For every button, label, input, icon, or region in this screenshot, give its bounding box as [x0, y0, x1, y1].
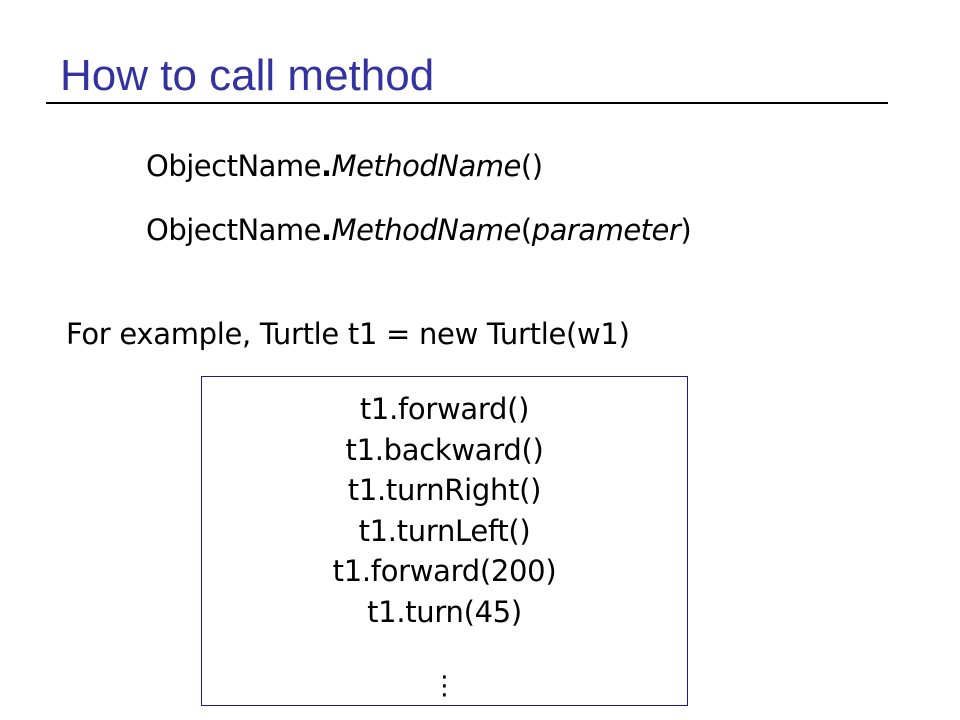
vertical-ellipsis: ⋮	[431, 671, 458, 701]
dot-operator: .	[321, 149, 332, 183]
code-line: t1.forward()	[359, 392, 530, 426]
title-underline	[46, 102, 888, 104]
slide-title: How to call method	[60, 51, 435, 100]
code-line: t1.forward(200)	[332, 554, 557, 589]
method-name-text: MethodName	[331, 149, 522, 183]
example-declaration: For example, Turtle t1 = new Turtle(w1)	[66, 317, 630, 351]
code-line-list: t1.forward() t1.backward() t1.turnRight(…	[202, 389, 687, 633]
code-line: t1.turnRight()	[347, 473, 542, 508]
syntax-with-parameter: ObjectName.MethodName(parameter)	[146, 212, 692, 248]
open-paren: (	[520, 149, 532, 183]
close-paren: )	[531, 149, 543, 183]
parameter-text: parameter	[531, 213, 681, 247]
syntax-no-parameter: ObjectName.MethodName()	[146, 148, 543, 184]
dot-operator: .	[321, 213, 332, 247]
method-name-text: MethodName	[331, 213, 522, 247]
object-name-text: ObjectName	[146, 213, 322, 247]
object-name-text: ObjectName	[146, 149, 322, 183]
code-line: t1.turnLeft()	[358, 513, 531, 548]
code-line: t1.backward()	[345, 432, 544, 467]
close-paren: )	[680, 213, 692, 247]
open-paren: (	[520, 213, 532, 247]
code-line: t1.turn(45)	[367, 594, 522, 629]
code-example-box: t1.forward() t1.backward() t1.turnRight(…	[201, 376, 688, 706]
